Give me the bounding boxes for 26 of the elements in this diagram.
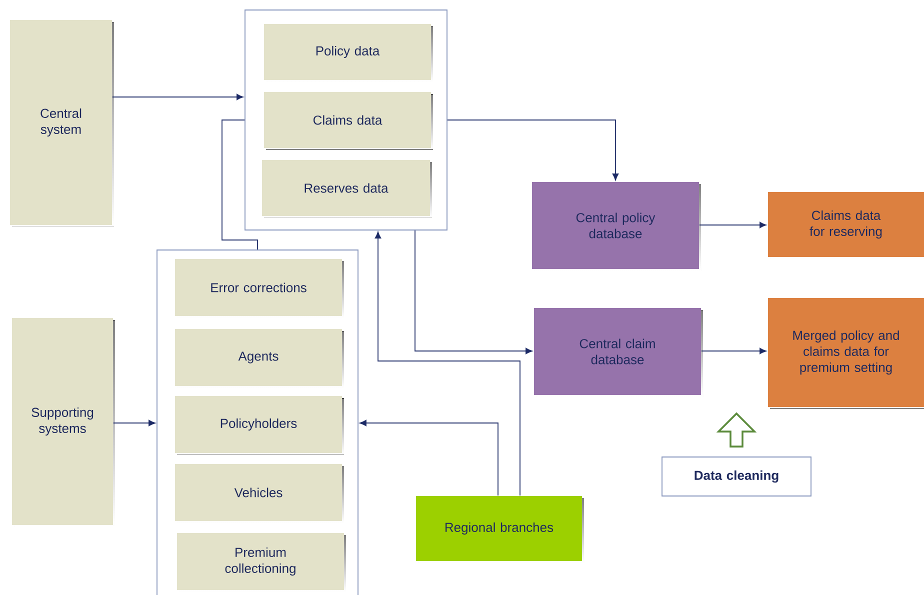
data-box: Agents [175, 329, 344, 388]
arrow [112, 94, 244, 100]
database-box: Central claim database [534, 308, 703, 397]
arrow [447, 120, 619, 180]
connector-line [222, 120, 258, 250]
output-box: Claims data for reserving [768, 192, 924, 259]
block-arrow [716, 412, 757, 448]
arrow [113, 420, 156, 426]
data-box: Vehicles [175, 464, 344, 523]
data-box: Claims data [264, 92, 433, 150]
arrow [701, 348, 766, 354]
data-box: Policy data [264, 24, 433, 82]
source-box: Supporting systems [12, 318, 115, 527]
arrow [414, 230, 532, 354]
data-box: Policyholders [175, 396, 344, 455]
arrow [699, 222, 766, 228]
branch-box: Regional branches [416, 496, 584, 563]
data-box: Reserves data [262, 160, 432, 218]
data-box: Error corrections [175, 259, 344, 318]
data-box: Premium collectioning [177, 533, 346, 592]
output-box: Merged policy and claims data for premium setting [768, 298, 924, 409]
arrow [374, 232, 520, 496]
source-box: Central system [10, 20, 114, 227]
process-box: Data cleaning [662, 456, 812, 496]
arrow [360, 420, 498, 496]
database-box: Central policy database [532, 182, 701, 271]
